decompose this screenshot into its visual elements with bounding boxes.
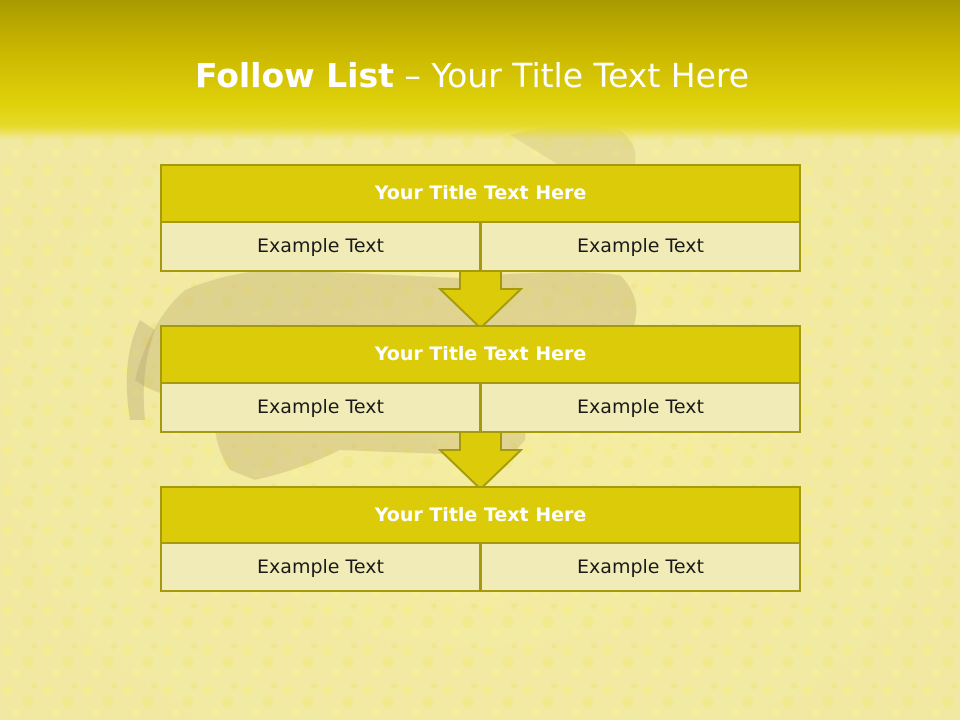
step-left-cell-1: Example Text: [160, 221, 481, 272]
step-block-2: Your Title Text Here Example Text Exampl…: [160, 325, 801, 433]
step-right-cell-2: Example Text: [480, 382, 801, 433]
step-right-cell-1: Example Text: [480, 221, 801, 272]
step-right-cell-3: Example Text: [480, 542, 801, 592]
step-left-cell-2: Example Text: [160, 382, 481, 433]
step-block-1: Your Title Text Here Example Text Exampl…: [160, 164, 801, 272]
slide-title-rest: – Your Title Text Here: [393, 56, 750, 95]
step-title-1: Your Title Text Here: [160, 164, 801, 223]
header-band: [0, 0, 960, 140]
slide-title-bold: Follow List: [194, 56, 394, 95]
slide-title: Follow List – Your Title Text Here: [0, 52, 944, 100]
down-arrow-icon: [438, 431, 523, 491]
step-title-2: Your Title Text Here: [160, 325, 801, 384]
down-arrow-icon: [438, 270, 523, 330]
step-title-3: Your Title Text Here: [160, 486, 801, 544]
step-left-cell-3: Example Text: [160, 542, 481, 592]
step-block-3: Your Title Text Here Example Text Exampl…: [160, 486, 801, 592]
